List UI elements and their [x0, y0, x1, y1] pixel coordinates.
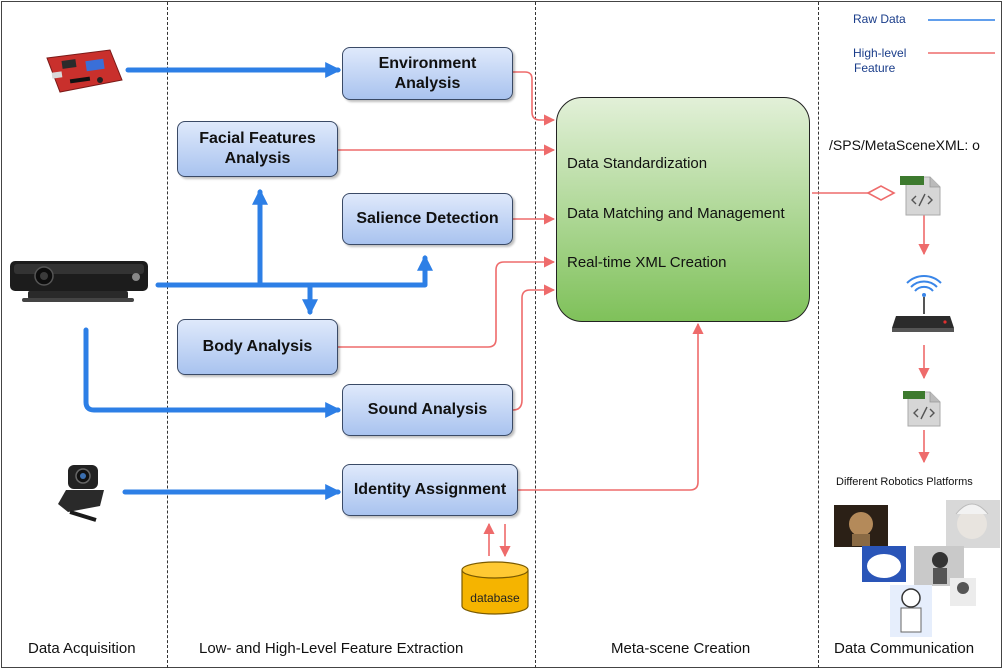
identity-assignment-box[interactable]: Identity Assignment — [342, 464, 518, 516]
body-analysis-label: Body Analysis — [202, 338, 313, 355]
sensor-board-icon — [46, 49, 123, 93]
robot-platforms-photos — [834, 500, 1000, 637]
salience-detection-label: Salience Detection — [356, 210, 499, 227]
arrow-environment-to-meta — [513, 71, 556, 126]
xml-output-path: /SPS/MetaSceneXML: o — [829, 137, 980, 153]
meta-scene-block[interactable]: Data Standardization Data Matching and M… — [556, 97, 810, 322]
xml-file-icon-2 — [903, 391, 941, 427]
column-label-meta-scene: Meta-scene Creation — [611, 640, 751, 657]
arrow-body-to-meta — [338, 256, 556, 348]
meta-step-standardization: Data Standardization — [567, 155, 708, 172]
column-divider-1 — [167, 2, 168, 668]
kinect-sensor-icon — [10, 261, 148, 302]
robotics-platforms-label: Different Robotics Platforms — [836, 476, 973, 488]
webcam-icon — [58, 465, 104, 522]
column-divider-2 — [535, 2, 536, 668]
arrow-kinect-to-sound — [83, 327, 342, 419]
column-label-feature-extraction: Low- and High-Level Feature Extraction — [199, 640, 464, 657]
column-label-communication: Data Communication — [834, 640, 975, 657]
xml-file-icon — [900, 176, 941, 216]
legend-high-level-line1: High-level — [853, 46, 907, 60]
meta-step-xml-creation: Real-time XML Creation — [567, 254, 727, 271]
facial-features-analysis-label: Facial Features Analysis — [199, 130, 316, 167]
legend-raw-data-label: Raw Data — [853, 12, 906, 26]
meta-step-matching: Data Matching and Management — [567, 205, 785, 222]
identity-assignment-label: Identity Assignment — [353, 481, 507, 498]
sound-analysis-label: Sound Analysis — [367, 401, 488, 418]
column-label-acquisition: Data Acquisition — [28, 640, 136, 657]
sound-analysis-box[interactable]: Sound Analysis — [342, 384, 513, 436]
database-label: database — [470, 591, 520, 605]
legend-high-level-line2: Feature — [854, 61, 896, 75]
aggregation-diamond — [866, 185, 896, 201]
salience-detection-box[interactable]: Salience Detection — [342, 193, 513, 245]
environment-analysis-label: Environment Analysis — [378, 54, 477, 92]
environment-analysis-box[interactable]: Environment Analysis — [342, 47, 513, 100]
wifi-router-icon — [892, 274, 954, 332]
arrow-identity-to-meta — [518, 322, 704, 491]
arrow-kinect-to-salience — [155, 254, 434, 288]
legend-high-level-label: High-level Feature — [853, 46, 906, 76]
arrow-sound-to-meta — [512, 284, 556, 411]
facial-features-analysis-box[interactable]: Facial Features Analysis — [177, 121, 338, 177]
body-analysis-box[interactable]: Body Analysis — [177, 319, 338, 375]
database-icon — [461, 561, 529, 615]
column-divider-3 — [818, 2, 819, 668]
